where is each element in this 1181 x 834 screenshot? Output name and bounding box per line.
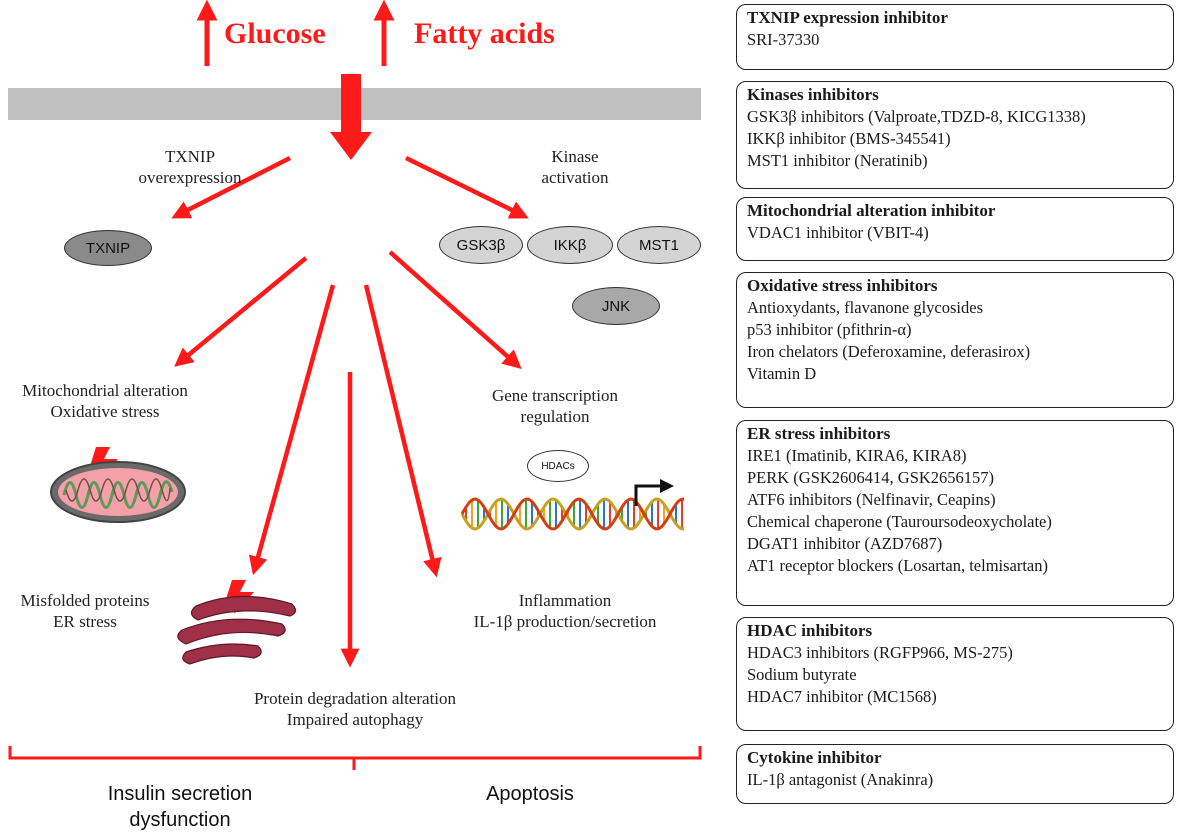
arrow-to-gene: [388, 250, 522, 370]
dna-strand: [460, 497, 684, 531]
box-item: Sodium butyrate: [747, 665, 857, 684]
box-item: DGAT1 inhibitor (AZD7687): [747, 534, 943, 553]
mst1-node: MST1: [617, 226, 701, 264]
txnip-inhibitor-box: TXNIP expression inhibitor SRI-37330: [736, 4, 1174, 70]
cytokine-inhibitor-box: Cytokine inhibitor IL-1β antagonist (Ana…: [736, 744, 1174, 804]
arrow-to-kinase: [405, 155, 529, 219]
box-title: ER stress inhibitors: [747, 424, 891, 443]
mitochondrial-inhibitor-box: Mitochondrial alteration inhibitor VDAC1…: [736, 197, 1174, 261]
box-item: Iron chelators (Deferoxamine, deferasiro…: [747, 342, 1031, 361]
oxidative-stress-inhibitors-box: Oxidative stress inhibitors Antioxydants…: [736, 272, 1174, 408]
box-title: Oxidative stress inhibitors: [747, 276, 938, 295]
hdacs-node: HDACs: [527, 450, 589, 482]
box-title: TXNIP expression inhibitor: [747, 8, 948, 27]
box-item: p53 inhibitor (pfithrin-α): [747, 320, 912, 339]
box-item: VDAC1 inhibitor (VBIT-4): [747, 223, 929, 242]
box-item: HDAC3 inhibitors (RGFP966, MS-275): [747, 643, 1013, 662]
hdac-inhibitors-box: HDAC inhibitors HDAC3 inhibitors (RGFP96…: [736, 617, 1174, 731]
arrow-to-inflammation: [363, 284, 442, 578]
box-item: Vitamin D: [747, 364, 817, 383]
box-title: Mitochondrial alteration inhibitor: [747, 201, 996, 220]
kinases-inhibitors-box: Kinases inhibitors GSK3β inhibitors (Val…: [736, 81, 1174, 189]
arrow-to-mito: [174, 256, 308, 367]
box-item: Antioxydants, flavanone glycosides: [747, 298, 983, 317]
fatty-acids-label: Fatty acids: [414, 17, 555, 50]
box-item: GSK3β inhibitors (Valproate,TDZD-8, KICG…: [747, 107, 1086, 126]
box-item: IRE1 (Imatinib, KIRA6, KIRA8): [747, 446, 967, 465]
er-stress-inhibitors-box: ER stress inhibitors IRE1 (Imatinib, KIR…: [736, 420, 1174, 606]
box-item: MST1 inhibitor (Neratinib): [747, 151, 928, 170]
box-title: Kinases inhibitors: [747, 85, 879, 104]
jnk-node: JNK: [572, 287, 660, 325]
outcome-bracket: [8, 746, 702, 770]
box-item: SRI-37330: [747, 30, 820, 49]
box-item: PERK (GSK2606414, GSK2656157): [747, 468, 995, 487]
mitochondrion-icon: [50, 461, 186, 523]
dna-icon: [460, 497, 684, 531]
txnip-node: TXNIP: [64, 230, 152, 266]
ikkb-node: IKKβ: [527, 226, 613, 264]
box-item: Chemical chaperone (Tauroursodeoxycholat…: [747, 512, 1052, 531]
dna-strand: [460, 497, 684, 531]
gsk3b-node: GSK3β: [439, 226, 523, 264]
box-item: IL-1β antagonist (Anakinra): [747, 770, 934, 789]
glucose-label: Glucose: [224, 17, 326, 50]
transcription-arrowhead-icon: [660, 479, 674, 493]
box-item: IKKβ inhibitor (BMS-345541): [747, 129, 951, 148]
box-title: Cytokine inhibitor: [747, 748, 882, 767]
arrow-to-misfolded: [248, 284, 336, 576]
transcription-arrow-icon: [634, 484, 662, 506]
box-item: AT1 receptor blockers (Losartan, telmisa…: [747, 556, 1049, 575]
er-icon: [177, 595, 297, 665]
entry-block-arrow: [330, 74, 372, 160]
box-title: HDAC inhibitors: [747, 621, 873, 640]
box-item: HDAC7 inhibitor (MC1568): [747, 687, 937, 706]
arrow-to-txnip: [171, 155, 292, 219]
box-item: ATF6 inhibitors (Nelfinavir, Ceapins): [747, 490, 996, 509]
apoptosis-label: Apoptosis: [486, 783, 574, 805]
